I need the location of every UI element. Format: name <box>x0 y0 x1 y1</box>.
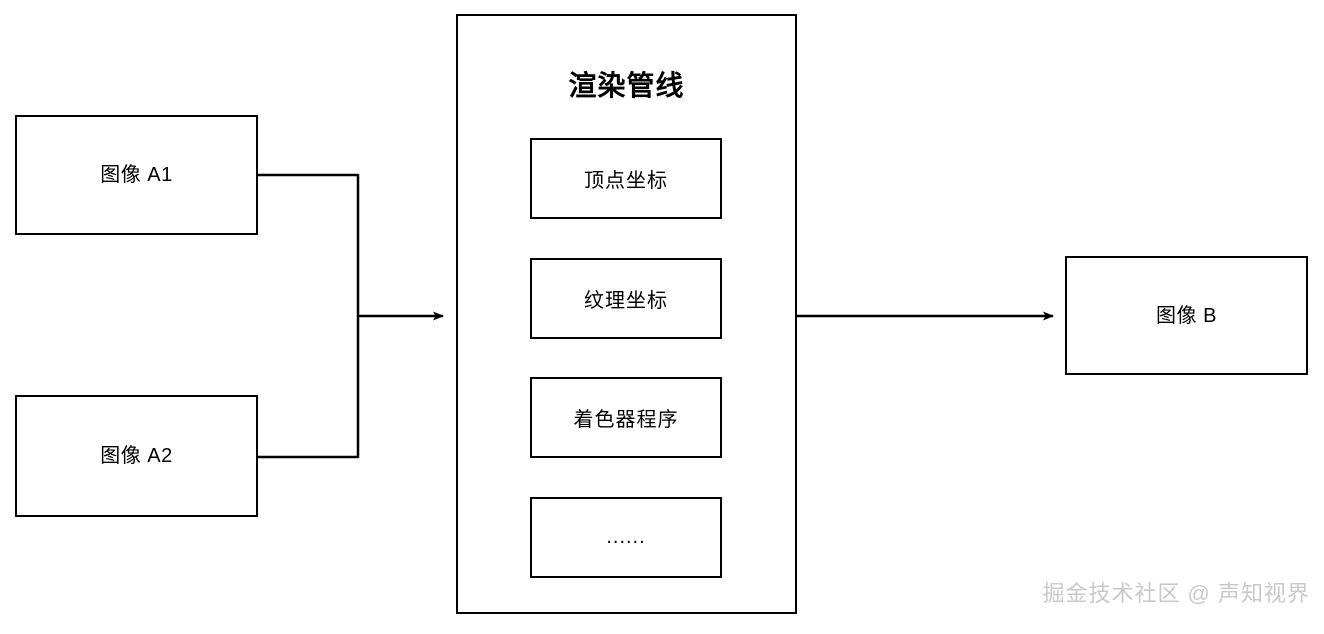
node-image-a1[interactable]: 图像 A1 <box>15 115 258 235</box>
node-image-a1-label: 图像 A1 <box>100 164 173 186</box>
node-image-a2[interactable]: 图像 A2 <box>15 395 258 517</box>
pipeline-stage-shader-program[interactable]: 着色器程序 <box>530 377 722 458</box>
pipeline-stage-label: ...... <box>606 526 646 548</box>
node-image-b-label: 图像 B <box>1156 304 1217 327</box>
node-image-a2-label: 图像 A2 <box>100 445 173 467</box>
watermark-text: 掘金技术社区 @ 声知视界 <box>1042 581 1310 606</box>
pipeline-stage-vertex-coordinates[interactable]: 顶点坐标 <box>530 138 722 219</box>
pipeline-stage-texture-coordinates[interactable]: 纹理坐标 <box>530 258 722 339</box>
pipeline-stage-label: 纹理坐标 <box>584 290 668 312</box>
pipeline-stage-label: 顶点坐标 <box>584 170 668 192</box>
node-render-pipeline[interactable]: 渲染管线 顶点坐标 纹理坐标 着色器程序 ...... <box>456 14 797 614</box>
node-image-b[interactable]: 图像 B <box>1065 256 1308 375</box>
pipeline-title: 渲染管线 <box>568 70 685 101</box>
pipeline-stage-label: 着色器程序 <box>573 409 679 431</box>
pipeline-stage-ellipsis[interactable]: ...... <box>530 497 722 578</box>
